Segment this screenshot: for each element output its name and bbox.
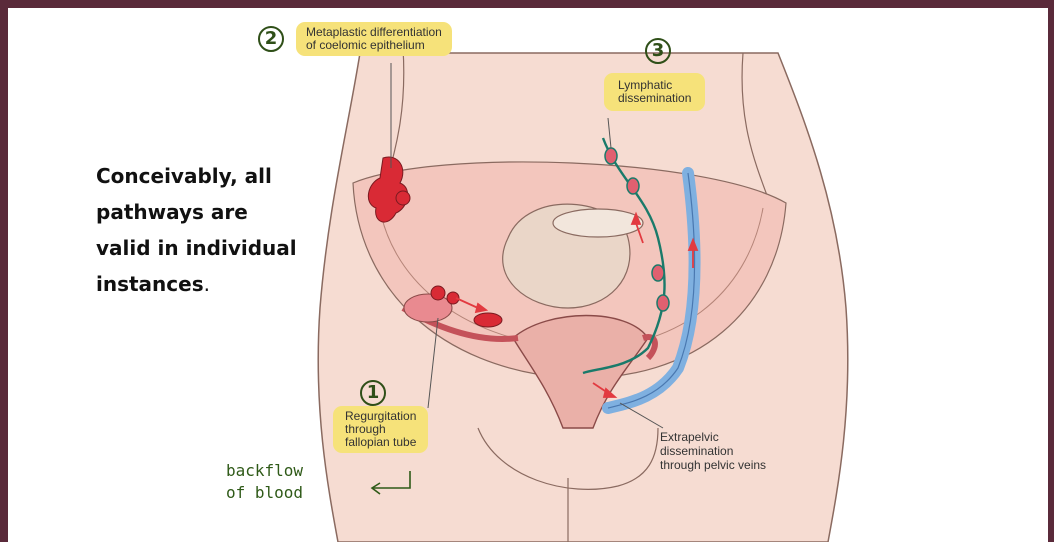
- handwritten-annotation: backflow of blood: [226, 460, 303, 504]
- extrapelvic-label-line-2: dissemination: [660, 444, 766, 458]
- extrapelvic-label-line-3: through pelvic veins: [660, 458, 766, 472]
- main-text-line-2: pathways are: [96, 194, 336, 230]
- metaplastic-label: Metaplastic differentiation of coelomic …: [296, 22, 452, 56]
- bowel-opening: [553, 209, 643, 237]
- main-text-period: .: [204, 272, 210, 296]
- main-text-line-3: valid in individual: [96, 230, 336, 266]
- regurgitation-label: Regurgitation through fallopian tube: [333, 406, 428, 453]
- pathway-number-3: 3: [645, 38, 671, 64]
- slide: Conceivably, all pathways are valid in i…: [8, 8, 1048, 542]
- regurgitation-label-line-3: fallopian tube: [345, 436, 416, 449]
- main-statement: Conceivably, all pathways are valid in i…: [96, 158, 336, 302]
- main-text-line-4-text: instances: [96, 272, 204, 296]
- extrapelvic-label: Extrapelvic dissemination through pelvic…: [660, 430, 766, 472]
- lymphatic-label: Lymphatic dissemination: [604, 73, 705, 111]
- left-ovary: [404, 294, 452, 322]
- pathway-number-2: 2: [258, 26, 284, 52]
- lymphatic-label-line-2: dissemination: [618, 92, 691, 105]
- annotation-line-1: backflow: [226, 460, 303, 482]
- pathway-number-1: 1: [360, 380, 386, 406]
- extrapelvic-label-line-1: Extrapelvic: [660, 430, 766, 444]
- main-text-line-4: instances.: [96, 266, 336, 302]
- main-text-line-1: Conceivably, all: [96, 158, 336, 194]
- annotation-line-2: of blood: [226, 482, 303, 504]
- metaplastic-label-line-2: of coelomic epithelium: [306, 39, 442, 52]
